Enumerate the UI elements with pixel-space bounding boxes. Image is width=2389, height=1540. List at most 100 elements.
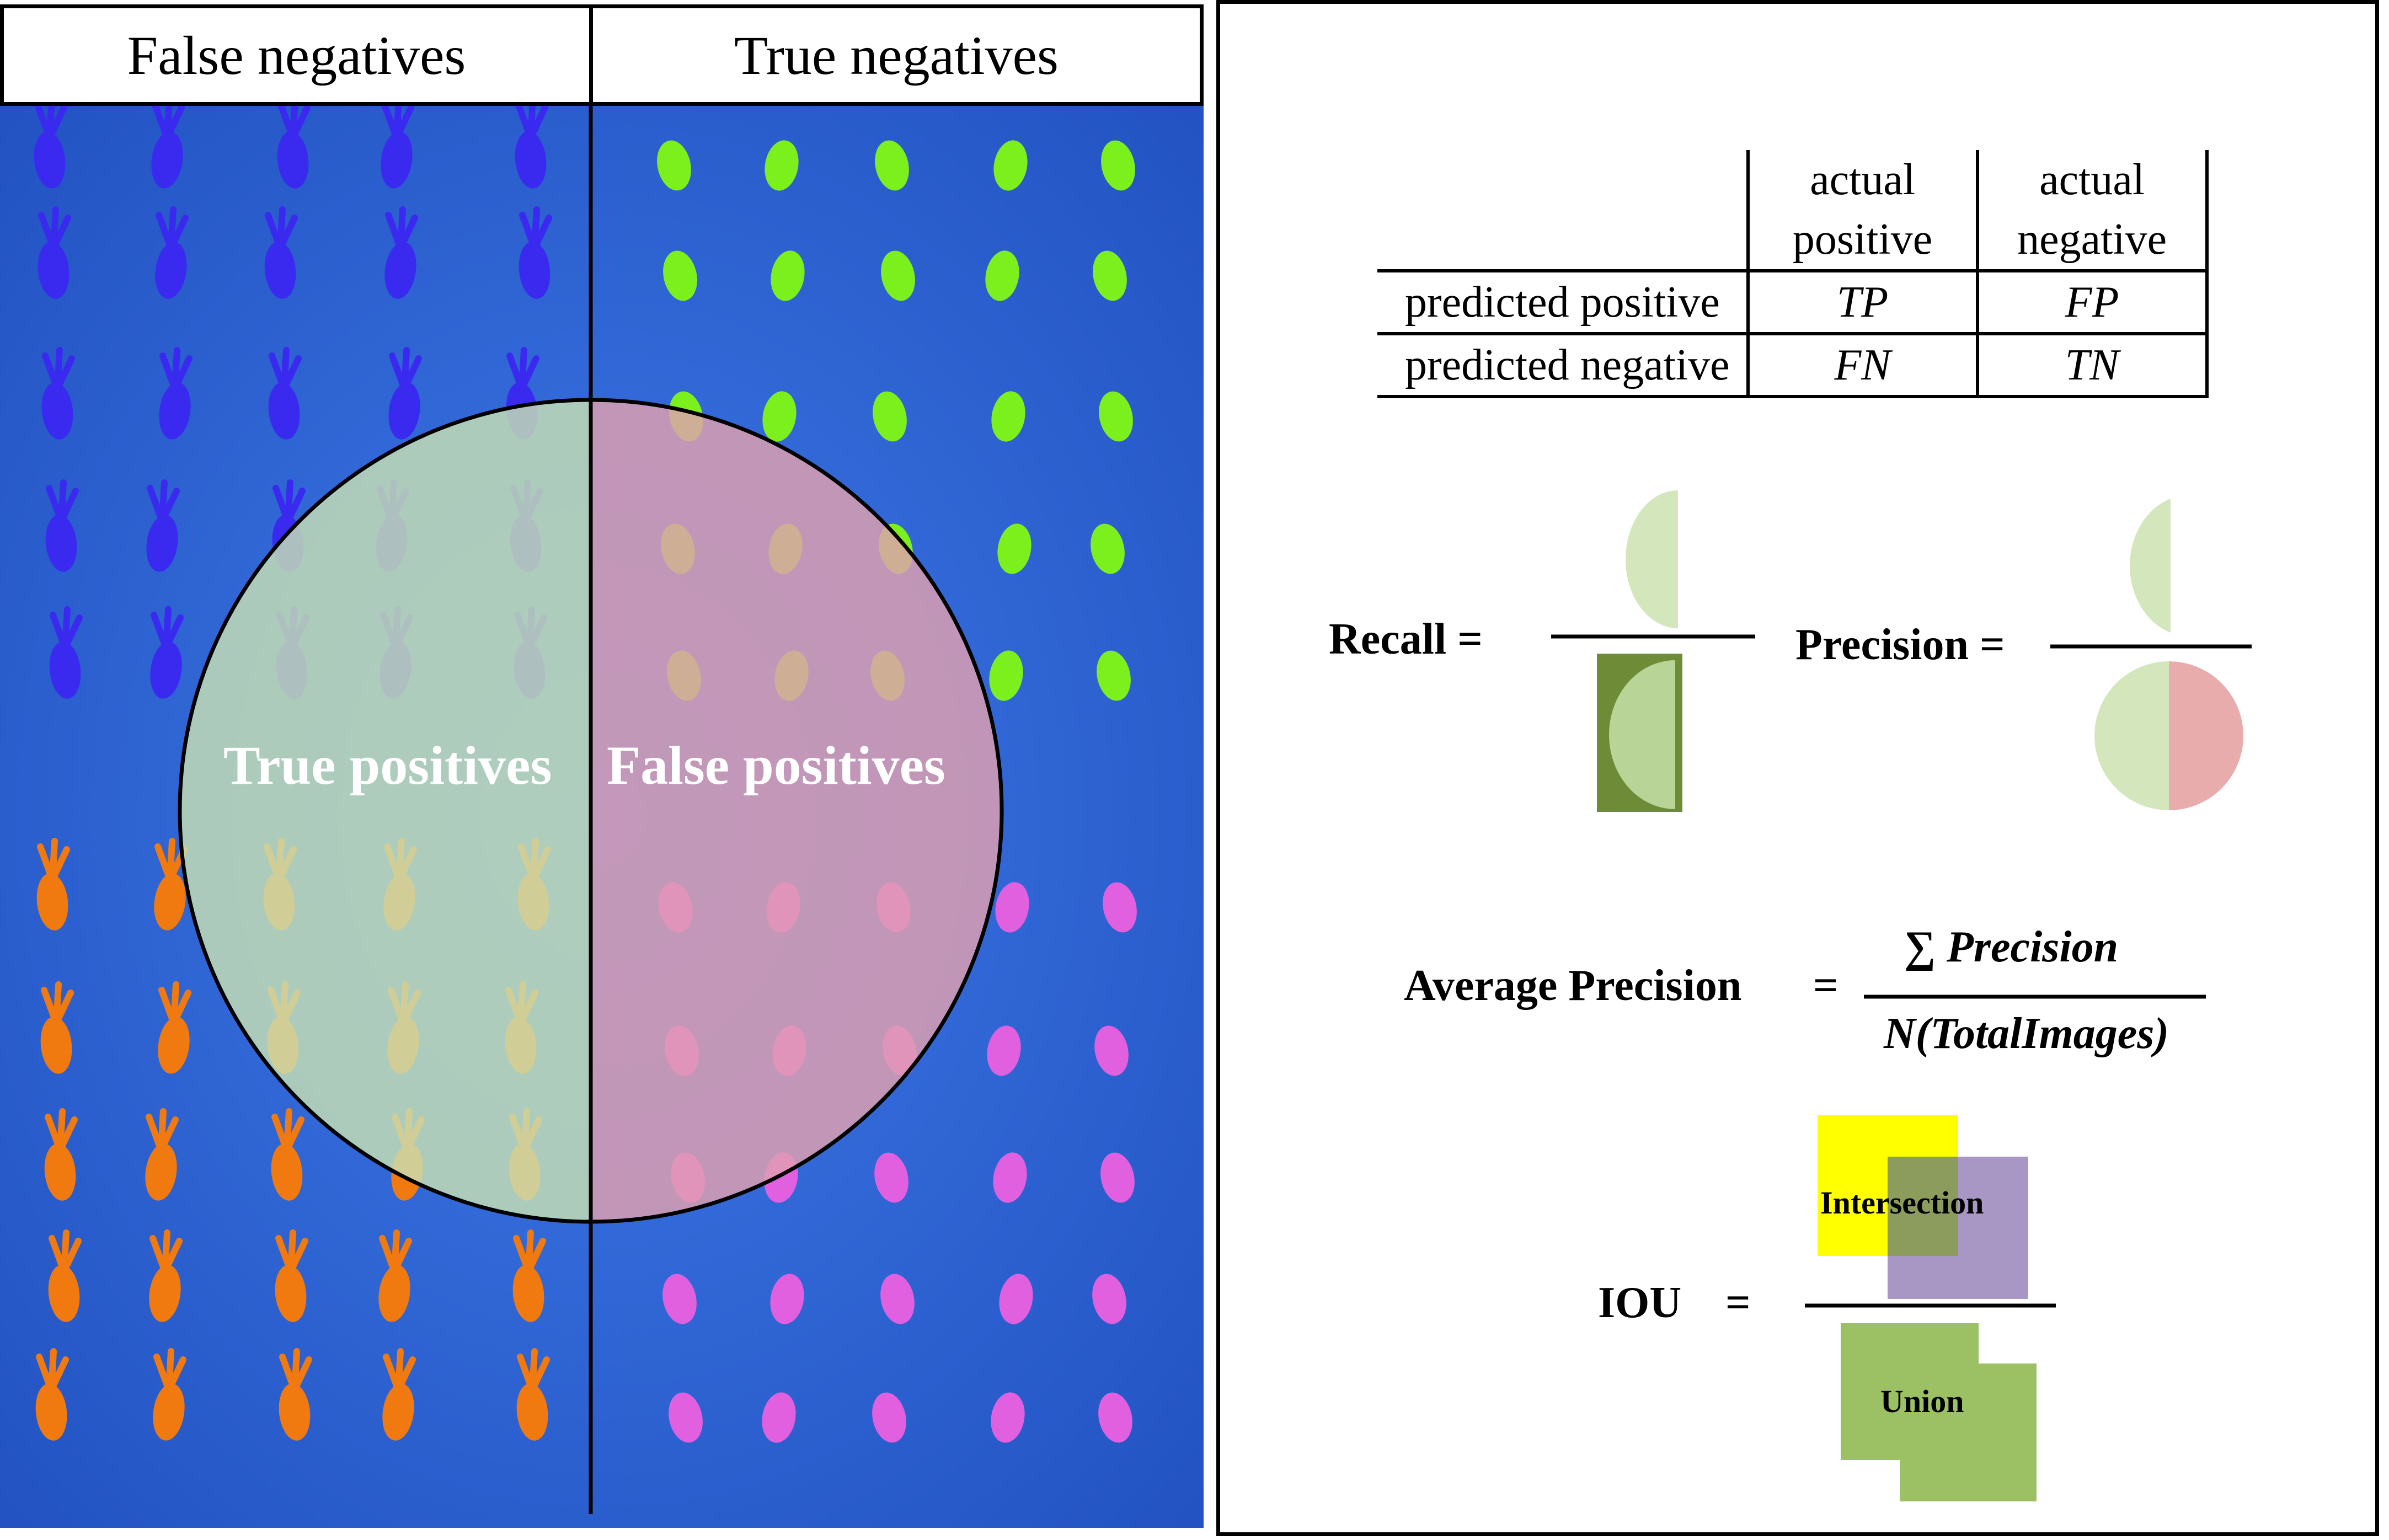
true-negative-specimen (995, 882, 1029, 933)
specimen-sprig (156, 206, 189, 252)
false-negative-specimen (515, 131, 547, 189)
true-negative-specimen (873, 391, 907, 442)
specimen-sprig (389, 347, 422, 392)
false-negative-specimen (154, 873, 186, 931)
true-positives-label: True positives (223, 735, 552, 796)
true-negative-specimen (874, 1152, 908, 1203)
true-negative-specimen (1103, 882, 1137, 933)
false-negative-specimen (277, 131, 309, 189)
true-negative-specimen (765, 140, 799, 191)
specimen-sprig (506, 347, 539, 392)
false-negative-specimen (35, 1383, 67, 1441)
specimen-sprig (272, 479, 306, 525)
specimen-sprig (151, 606, 184, 651)
specimen-sprig (271, 1108, 304, 1153)
specimen-sprig (37, 838, 70, 883)
true-negative-specimen (993, 1152, 1027, 1203)
false-negative-specimen (145, 1143, 177, 1201)
specimen-sprig (275, 1229, 308, 1275)
false-negative-specimen (38, 242, 70, 299)
specimen-sprig (379, 1229, 412, 1275)
precision-numerator-halfcircle (2129, 499, 2171, 633)
ap-numerator: ∑ Precision (1904, 923, 2119, 971)
true-negative-specimen (999, 1274, 1033, 1324)
true-negative-specimen (997, 523, 1032, 574)
specimen-sprig (149, 1229, 183, 1275)
specimen-sprig (49, 1229, 82, 1275)
specimen-sprig (36, 1348, 69, 1393)
false-negative-specimen (155, 242, 187, 299)
false-negative-specimen (384, 242, 416, 299)
iou-equals: = (1725, 1279, 1751, 1327)
union-label: Union (1880, 1383, 1964, 1419)
false-negative-specimen (159, 382, 191, 440)
header-actual-negative-line1: actual (2039, 156, 2145, 204)
true-negative-specimen (657, 140, 691, 191)
true-negative-specimen (762, 391, 797, 442)
true-positive-region (180, 400, 591, 1222)
specimen-sprig (519, 206, 552, 252)
false-negative-specimen (268, 382, 300, 440)
false-negative-specimen (45, 515, 77, 572)
false-positives-label: False positives (607, 735, 945, 796)
specimen-sprig (265, 206, 298, 252)
specimen-sprig (513, 1229, 546, 1275)
cell-tn: TN (1975, 332, 2209, 398)
false-negative-specimen (49, 641, 81, 699)
row-predicted-negative: predicted negative (1377, 332, 1748, 398)
true-negative-specimen (662, 1274, 697, 1324)
intersection-label: Intersection (1820, 1185, 1984, 1221)
specimen-sprig (50, 606, 83, 651)
true-negative-specimen (1097, 650, 1131, 701)
false-negative-specimen (150, 641, 182, 699)
cell-fn: FN (1746, 332, 1978, 398)
false-negative-specimen (381, 131, 413, 189)
false-negative-specimen (34, 131, 66, 189)
header-actual-positive-line1: actual (1810, 156, 1916, 204)
true-negative-specimen (1091, 523, 1125, 574)
false-negative-specimen (151, 131, 183, 189)
recall-numerator-halfcircle (1626, 490, 1678, 628)
precision-denominator-right (2169, 661, 2243, 810)
detection-image (0, 96, 1204, 1528)
recall-denominator-halfcircle (1609, 660, 1675, 809)
true-negative-specimen (1093, 250, 1127, 301)
true-negative-specimen (771, 250, 805, 301)
false-negative-specimen (36, 873, 68, 931)
true-negative-specimen (987, 1025, 1021, 1076)
true-negative-specimen (985, 250, 1019, 301)
average-precision-label: Average Precision (1404, 961, 1742, 1010)
precision-label: Precision = (1795, 621, 2005, 669)
header-actual-positive-line2: positive (1792, 215, 1933, 264)
precision-denominator-left (2094, 661, 2169, 810)
true-negative-specimen (993, 140, 1028, 191)
overlap-circle (178, 398, 1004, 1224)
false-negative-specimen (512, 1265, 544, 1322)
false-negative-specimen (271, 1143, 303, 1201)
specimen-sprig (153, 1348, 186, 1393)
true-negative-specimen (669, 1392, 703, 1443)
true-negative-specimen (762, 1392, 796, 1443)
true-negative-specimen (1092, 1274, 1126, 1324)
specimen-sprig (45, 1108, 78, 1153)
specimen-sprig (42, 347, 75, 392)
false-negative-specimen (279, 1383, 311, 1441)
false-negative-specimen (48, 1265, 80, 1322)
specimen-sprig (383, 1348, 416, 1393)
specimen-sprig (46, 479, 79, 525)
specimen-sprig (517, 1348, 550, 1393)
union-shape (1841, 1323, 2037, 1501)
row-predicted-positive: predicted positive (1377, 269, 1748, 334)
detection-image-panel: False negatives True negatives True posi… (0, 4, 1204, 1528)
ap-denominator: N(TotalImages) (1884, 1009, 2169, 1058)
true-negative-specimen (1094, 1025, 1129, 1076)
true-negatives-header: True negatives (589, 4, 1204, 106)
false-negative-specimen (382, 1383, 414, 1441)
true-negative-specimen (1098, 1392, 1132, 1443)
average-precision-equals: = (1813, 961, 1838, 1010)
cell-tp: TP (1746, 269, 1978, 334)
true-negative-specimen (991, 391, 1025, 442)
specimen-sprig (147, 479, 180, 525)
